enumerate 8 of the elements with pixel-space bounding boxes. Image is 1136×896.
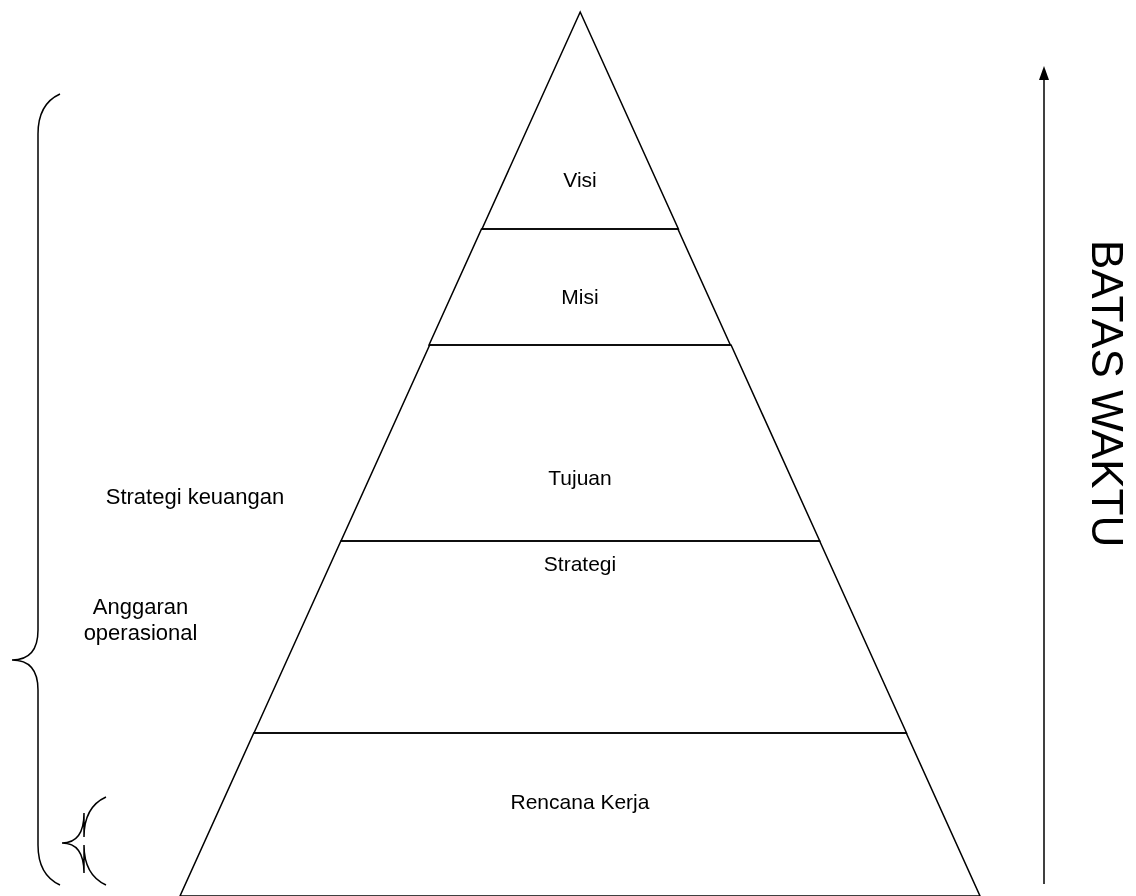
axis-label: BATAS WAKTU	[1082, 240, 1132, 548]
side-label: Strategi keuangan	[104, 484, 286, 510]
band-label: Misi	[561, 285, 599, 309]
side-label: Anggaran operasional	[82, 594, 199, 646]
band-label: Tujuan	[548, 466, 612, 490]
band-label: Strategi	[543, 552, 617, 576]
band-label: Visi	[563, 168, 597, 192]
band-label: Rencana Kerja	[510, 790, 650, 814]
